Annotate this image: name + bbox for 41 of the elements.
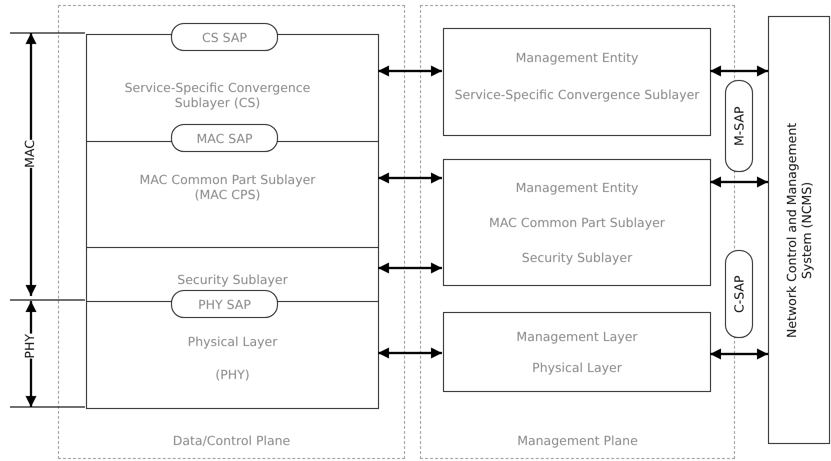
layer-label: MAC Common Part Sublayer (MAC CPS) <box>138 172 316 202</box>
dimension-label: PHY <box>22 334 37 359</box>
plane-label: Management Plane <box>517 433 638 448</box>
double-arrow <box>710 66 768 76</box>
double-arrow <box>710 176 768 188</box>
plane-region <box>58 5 405 459</box>
sap-pill <box>725 80 753 172</box>
system-box <box>768 16 830 444</box>
sap-pill <box>171 290 278 318</box>
double-arrow <box>378 262 442 274</box>
double-arrow <box>378 172 442 184</box>
sap-label: CS SAP <box>202 30 247 44</box>
layer-box <box>86 301 379 409</box>
layer-label: Physical Layer <box>188 334 278 349</box>
entity-label: MAC Common Part Sublayer <box>489 215 665 230</box>
double-arrow <box>378 66 442 76</box>
sap-label: C-SAP <box>732 275 746 313</box>
layer-label: Service-Specific Convergence Sublayer (CS) <box>124 80 312 110</box>
sap-pill <box>171 124 278 152</box>
sap-label: MAC SAP <box>196 130 253 146</box>
entity-label: Physical Layer <box>532 360 622 375</box>
layer-label: (PHY) <box>215 367 250 382</box>
plane-region <box>420 5 735 459</box>
entity-title: Management Entity <box>516 180 638 195</box>
entity-label: Security Sublayer <box>522 250 632 265</box>
sap-label: PHY SAP <box>198 296 251 312</box>
system-label: Network Control and Management System (NCMS) <box>784 121 814 340</box>
entity-box <box>443 28 711 136</box>
entity-label: Service-Specific Convergence Sublayer <box>454 86 700 102</box>
plane-label: Data/Control Plane <box>172 433 290 448</box>
dimension-label: MAC <box>22 140 37 168</box>
sap-pill <box>725 250 753 338</box>
double-arrow <box>710 348 768 360</box>
layer-label: Security Sublayer <box>177 272 288 287</box>
entity-box <box>443 312 711 392</box>
entity-box <box>443 159 711 286</box>
double-arrow <box>378 348 442 358</box>
sap-pill <box>171 23 278 51</box>
entity-title: Management Layer <box>516 329 638 344</box>
sap-label: M-SAP <box>732 106 746 146</box>
entity-title: Management Entity <box>516 50 638 66</box>
